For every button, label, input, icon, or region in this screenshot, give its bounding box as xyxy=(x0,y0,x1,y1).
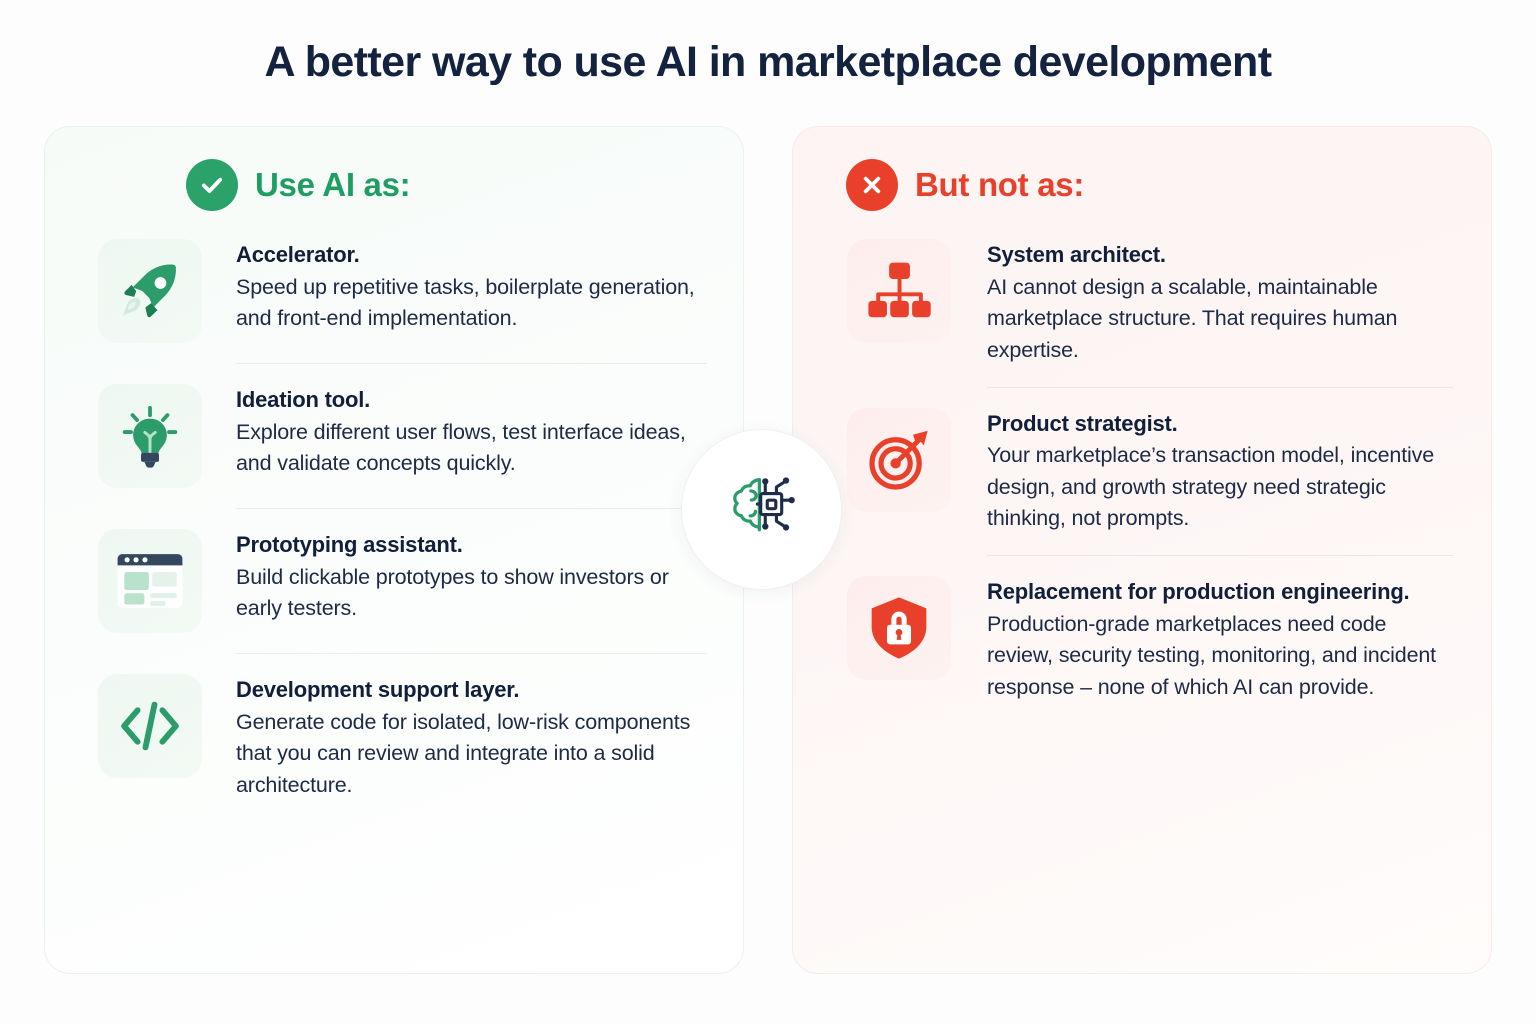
comparison-panels: Use AI as: xyxy=(44,126,1492,974)
list-item: Accelerator. Speed up repetitive tasks, … xyxy=(45,239,743,343)
list-item-title: Ideation tool. xyxy=(236,387,371,412)
item-divider xyxy=(236,363,707,364)
list-item-text: System architect. AI cannot design a sca… xyxy=(951,239,1453,367)
item-divider xyxy=(236,653,707,654)
item-divider xyxy=(987,386,1453,388)
rocket-icon xyxy=(98,239,202,343)
browser-wireframe-icon xyxy=(98,529,202,633)
brain-circuit-icon xyxy=(681,429,842,590)
shield-lock-icon xyxy=(847,576,951,680)
lightbulb-icon xyxy=(98,384,202,488)
list-item-text: Product strategist. Your marketplace’s t… xyxy=(951,408,1453,536)
list-item-title: Replacement for production engineering. xyxy=(987,579,1410,604)
list-item-text: Replacement for production engineering. … xyxy=(951,576,1453,704)
list-item-body: Speed up repetitive tasks, boilerplate g… xyxy=(236,274,695,331)
list-item-body: AI cannot design a scalable, maintainabl… xyxy=(987,274,1398,362)
list-item-text: Accelerator. Speed up repetitive tasks, … xyxy=(202,239,709,343)
list-item-body: Production-grade marketplaces need code … xyxy=(987,611,1437,699)
x-circle-icon xyxy=(846,159,898,211)
list-item-text: Development support layer. Generate code… xyxy=(202,674,709,802)
left-panel-items: Accelerator. Speed up repetitive tasks, … xyxy=(45,239,743,802)
right-panel-items: System architect. AI cannot design a sca… xyxy=(793,239,1491,704)
left-panel-header: Use AI as: xyxy=(45,149,743,221)
item-divider xyxy=(987,555,1453,556)
list-item: Ideation tool. Explore different user fl… xyxy=(45,384,743,488)
left-panel-heading: Use AI as: xyxy=(255,166,411,203)
list-item-body: Explore different user flows, test inter… xyxy=(236,419,686,476)
right-panel-heading: But not as: xyxy=(915,166,1085,203)
list-item-title: Product strategist. xyxy=(987,410,1178,436)
target-arrow-icon xyxy=(847,407,951,512)
list-item-title: Accelerator. xyxy=(236,242,360,267)
list-item: Development support layer. Generate code… xyxy=(45,674,743,802)
list-item-text: Prototyping assistant. Build clickable p… xyxy=(202,529,709,633)
list-item: System architect. AI cannot design a sca… xyxy=(793,239,1491,367)
list-item-title: Development support layer. xyxy=(236,677,520,702)
list-item-body: Generate code for isolated, low-risk com… xyxy=(236,709,691,797)
list-item: Product strategist. Your marketplace’s t… xyxy=(793,407,1491,536)
page-title: A better way to use AI in marketplace de… xyxy=(264,38,1272,86)
list-item-title: Prototyping assistant. xyxy=(236,532,463,557)
list-item-title: System architect. xyxy=(987,242,1166,267)
list-item-body: Build clickable prototypes to show inves… xyxy=(236,564,669,621)
right-panel-header: But not as: xyxy=(793,149,1491,221)
item-divider xyxy=(236,508,707,509)
use-ai-as-panel: Use AI as: xyxy=(44,126,744,974)
check-circle-icon xyxy=(186,159,238,211)
list-item-text: Ideation tool. Explore different user fl… xyxy=(202,384,709,488)
list-item-body: Your marketplace’s transaction model, in… xyxy=(987,443,1435,531)
but-not-as-panel: But not as: xyxy=(792,126,1492,974)
list-item: Replacement for production engineering. … xyxy=(793,576,1491,704)
hierarchy-icon xyxy=(847,239,951,343)
code-brackets-icon xyxy=(98,674,202,778)
list-item: Prototyping assistant. Build clickable p… xyxy=(45,529,743,633)
